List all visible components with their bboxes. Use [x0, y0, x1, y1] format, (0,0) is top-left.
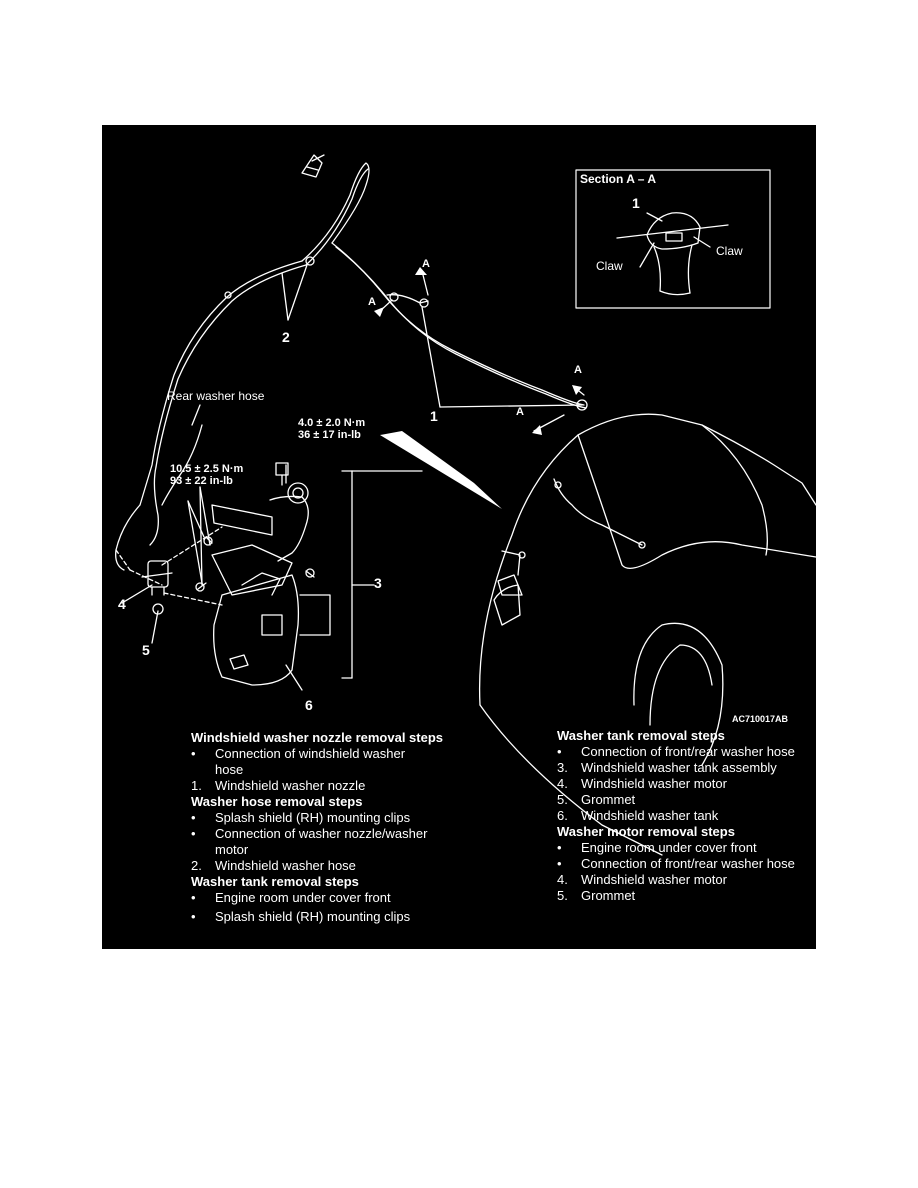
- clip-marker: [224, 291, 232, 299]
- claw-label-right: Claw: [716, 244, 743, 258]
- torque-lower-imperial: 93 ± 22 in-lb: [170, 475, 233, 487]
- callout-1-section: 1: [632, 195, 640, 211]
- callout-5: 5: [142, 642, 150, 658]
- list-item: •Connection of windshield washer hose: [191, 746, 406, 777]
- list-item: 4.Windshield washer motor: [557, 776, 727, 791]
- list-item: 3.Windshield washer tank assembly: [557, 760, 777, 775]
- section-title: Section A – A: [580, 172, 657, 186]
- motor-removal-heading: Washer motor removal steps: [557, 824, 735, 839]
- section-inset-frame: [575, 169, 771, 309]
- washer-hose-lines: [115, 162, 587, 586]
- nozzle-section-drawing: [616, 212, 729, 296]
- callout-6: 6: [305, 697, 313, 713]
- tank-removal-heading-left: Washer tank removal steps: [191, 874, 359, 889]
- nozzle-fragment: [301, 154, 325, 178]
- list-item: 4.Windshield washer motor: [557, 872, 727, 887]
- list-item: •Connection of front/rear washer hose: [557, 856, 795, 871]
- washer-tank-drawing: [161, 462, 331, 686]
- service-manual-figure: Section A – A Claw Claw Rear washer hose…: [102, 125, 816, 949]
- section-marker-a: A: [516, 406, 524, 418]
- list-item: 6.Windshield washer tank: [557, 808, 719, 823]
- list-item: •Splash shield (RH) mounting clips: [191, 810, 411, 825]
- washer-system-diagram: [115, 154, 816, 856]
- hose-removal-heading: Washer hose removal steps: [191, 794, 363, 809]
- callout-1: 1: [430, 408, 438, 424]
- torque-lower-metric: 10.5 ± 2.5 N·m: [170, 463, 244, 475]
- washer-motor-drawing: [141, 560, 173, 615]
- callout-4: 4: [118, 596, 126, 612]
- list-item: •Connection of washer nozzle/washer moto…: [191, 826, 428, 857]
- section-marker-a: A: [368, 296, 376, 308]
- torque-upper-metric: 4.0 ± 2.0 N·m: [298, 417, 366, 429]
- list-item: 5.Grommet: [557, 888, 636, 903]
- clip-marker: [305, 256, 315, 266]
- list-item: 5.Grommet: [557, 792, 636, 807]
- right-steps-column: Washer tank removal steps •Connection of…: [557, 728, 812, 904]
- list-item: •Engine room under cover front: [191, 890, 391, 905]
- list-item: •Connection of front/rear washer hose: [557, 744, 795, 759]
- callout-2: 2: [282, 329, 290, 345]
- left-steps-column: Windshield washer nozzle removal steps •…: [191, 730, 461, 925]
- list-item: 1.Windshield washer nozzle: [191, 778, 366, 793]
- view-pointer: [380, 431, 502, 509]
- claw-label-left: Claw: [596, 259, 623, 273]
- section-marker-a: A: [574, 364, 582, 376]
- car-front-drawing: [478, 413, 816, 856]
- callout-3: 3: [374, 575, 382, 591]
- list-item: •Splash shield (RH) mounting clips: [191, 909, 411, 924]
- nozzle-marker: [419, 298, 429, 308]
- list-item: •Engine room under cover front: [557, 840, 757, 855]
- section-arrows: [374, 267, 582, 435]
- list-item: 2.Windshield washer hose: [191, 858, 356, 873]
- nozzle-removal-heading: Windshield washer nozzle removal steps: [191, 730, 444, 745]
- nozzle-marker: [389, 292, 399, 302]
- rear-washer-hose-label: Rear washer hose: [167, 389, 265, 403]
- torque-upper-imperial: 36 ± 17 in-lb: [298, 429, 361, 441]
- figure-code: AC710017AB: [732, 714, 789, 724]
- tank-removal-heading-right: Washer tank removal steps: [557, 728, 725, 743]
- section-marker-a: A: [422, 258, 430, 270]
